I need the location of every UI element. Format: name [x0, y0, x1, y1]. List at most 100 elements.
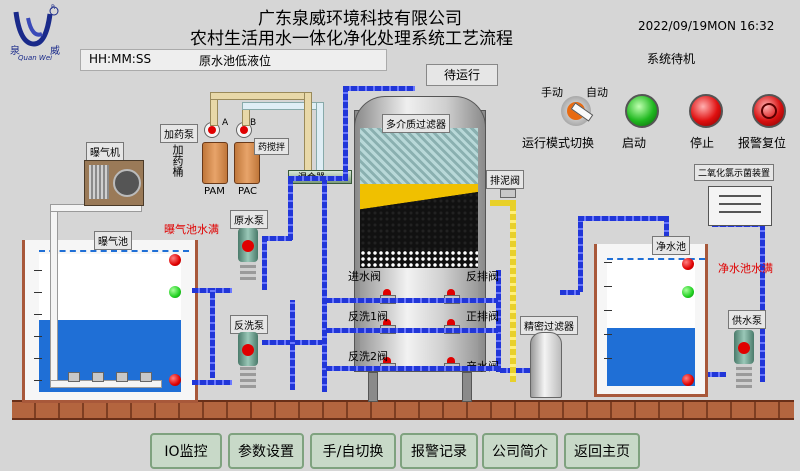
- aeration-diffuser-pipe: [50, 380, 162, 388]
- logo-left-char: 泉: [10, 46, 20, 57]
- mixer-label: 药搅拌: [254, 138, 290, 155]
- clean-full-alarm: 净水池水满: [718, 262, 773, 275]
- stop-label: 停止: [690, 136, 715, 150]
- pipe-valve-row2: [326, 328, 498, 333]
- logo-right-char: 威: [50, 46, 60, 57]
- aeration-mid-lamp: [169, 286, 181, 298]
- pam-label: PAM: [204, 186, 225, 197]
- pump-a-label: A: [222, 118, 229, 128]
- pipe-supply-riser: [760, 222, 765, 382]
- backwash2-valve-label: 反洗2阀: [348, 350, 388, 363]
- pipe-right-manifold: [496, 270, 501, 372]
- backdrain-valve-label: 反排阀: [466, 270, 499, 283]
- company-intro-label: 公司简介: [492, 444, 548, 460]
- company-intro-button[interactable]: 公司简介: [482, 433, 558, 469]
- supply-pump: [732, 330, 756, 392]
- aeration-low-lamp: [169, 374, 181, 386]
- aeration-high-lamp: [169, 254, 181, 266]
- pipe-backwash-riser: [290, 300, 295, 390]
- backwash-pump: [236, 332, 260, 392]
- dosing-tank-label: 加药桶: [171, 144, 184, 177]
- run-state-indicator: 待运行: [426, 64, 498, 86]
- pipe-valve-row3: [326, 366, 498, 371]
- auto-label: 自动: [586, 86, 608, 99]
- precision-filter: [530, 332, 562, 398]
- dosing-line-down-a: [304, 92, 312, 174]
- pipe-left-manifold: [322, 180, 327, 392]
- datetime: 2022/09/19MON 16:32: [638, 19, 775, 33]
- backwash1-valve-label: 反洗1阀: [348, 310, 388, 323]
- clean-mid-lamp: [682, 286, 694, 298]
- inlet-valve-label: 进水阀: [348, 270, 381, 283]
- pam-tank: [202, 142, 228, 184]
- forward-drain-label: 正排阀: [466, 310, 499, 323]
- io-monitor-label: IO监控: [164, 444, 208, 460]
- runtime-display: HH:MM:SS: [89, 52, 152, 66]
- pipe-filter-feed: [343, 88, 348, 180]
- raw-pump-label: 原水泵: [230, 210, 268, 229]
- filter-media-top: [360, 128, 478, 184]
- home-label: 返回主页: [574, 444, 630, 460]
- chlorine-device: [708, 186, 772, 226]
- params-label: 参数设置: [238, 444, 294, 460]
- logo-mark: R: [51, 4, 56, 11]
- params-button[interactable]: 参数设置: [228, 433, 304, 469]
- sludge-pipe: [510, 202, 516, 382]
- aeration-tank-label: 曝气池: [94, 231, 132, 250]
- pac-label: PAC: [238, 186, 258, 197]
- clean-tank-water: [607, 328, 695, 386]
- pipe-mixer-top: [288, 176, 348, 181]
- clean-scale: [604, 262, 612, 382]
- pipe-raw-to-mixer: [262, 236, 292, 241]
- pipe-raw-discharge: [262, 236, 267, 290]
- manual-auto-button[interactable]: 手/自切换: [310, 433, 396, 469]
- start-button[interactable]: [625, 94, 659, 128]
- clean-high-lamp: [682, 258, 694, 270]
- alarm-reset-label: 报警复位: [738, 136, 787, 150]
- aerator-label: 曝气机: [86, 142, 124, 161]
- home-button[interactable]: 返回主页: [564, 433, 640, 469]
- alarm-log-label: 报警记录: [411, 444, 467, 460]
- pipe-valve-row1: [326, 298, 498, 303]
- status-bar: HH:MM:SS 原水池低液位: [80, 49, 387, 71]
- io-monitor-button[interactable]: IO监控: [150, 433, 222, 469]
- pump-b-label: B: [250, 118, 257, 128]
- page-title: 农村生活用水一体化净化处理系统工艺流程: [190, 29, 513, 49]
- company-logo: R 泉 威 Quan Wei: [6, 4, 66, 64]
- raw-water-pump: [236, 228, 260, 284]
- pipe-outlet-to-precision: [500, 368, 540, 373]
- stop-button[interactable]: [689, 94, 723, 128]
- mode-switch-label: 运行模式切换: [522, 136, 595, 150]
- pipe-precision-out: [560, 290, 580, 295]
- manual-auto-label: 手/自切换: [322, 444, 384, 460]
- multimedia-filter-label: 多介质过滤器: [382, 114, 450, 133]
- pipe-left-riser: [210, 288, 215, 378]
- pipe-to-clean-riser: [578, 220, 583, 292]
- alarm-log-button[interactable]: 报警记录: [400, 433, 478, 469]
- sludge-valve-label: 排泥阀: [486, 170, 524, 189]
- logo-sub: Quan Wei: [18, 54, 53, 62]
- system-state: 系统待机: [647, 52, 696, 66]
- aeration-scale: [34, 270, 42, 390]
- company-name: 广东泉威环境科技有限公司: [258, 9, 462, 29]
- ground-slab: [12, 400, 794, 420]
- clean-low-lamp: [682, 374, 694, 386]
- filter-gravel: [360, 250, 478, 268]
- alarm-reset-button[interactable]: [752, 94, 786, 128]
- status-message: 原水池低液位: [199, 54, 272, 68]
- pipe-filter-top: [343, 86, 415, 91]
- chlorine-device-label: 二氧化氯示菌装置: [694, 164, 775, 181]
- aeration-full-alarm: 曝气池水满: [164, 223, 219, 236]
- mode-switch-knob[interactable]: [561, 96, 594, 126]
- dosing-line-top: [210, 92, 312, 100]
- dosing-line-down-b: [316, 102, 324, 174]
- diffuser-heads: [68, 372, 168, 382]
- pipe-to-clean-top: [578, 216, 668, 221]
- clean-tank-label: 净水池: [652, 236, 690, 255]
- pipe-supply-suction: [696, 372, 726, 377]
- aeration-air-pipe-vertical: [50, 206, 58, 388]
- pipe-main-up: [288, 180, 293, 240]
- aerator-blower: [84, 160, 144, 206]
- supply-pump-label: 供水泵: [728, 310, 766, 329]
- start-label: 启动: [622, 136, 647, 150]
